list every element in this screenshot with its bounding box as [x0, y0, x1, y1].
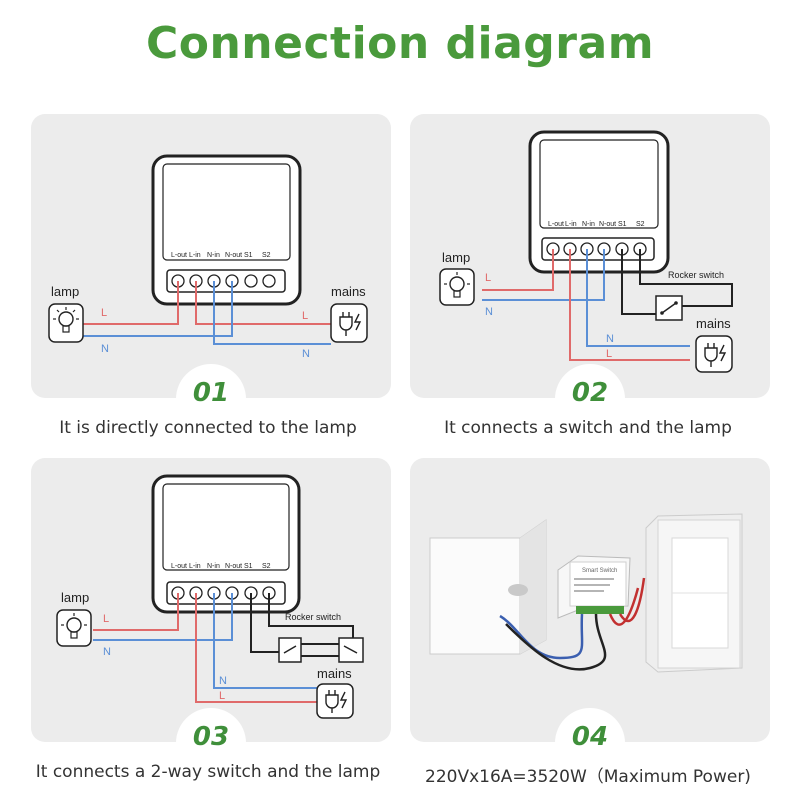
caption: It is directly connected to the lamp [59, 418, 357, 438]
lightbulb-icon [48, 303, 84, 343]
installation-illustration: Smart Switch [429, 513, 743, 673]
terminal-label: N-out [225, 252, 242, 259]
wiring-diagram-2: L-out L-in N-in N-out S1 S2 Rocker swi [439, 130, 733, 373]
lamp-label: lamp [442, 250, 470, 265]
switch-wire [639, 249, 733, 307]
terminal-label: S2 [262, 563, 271, 570]
caption: It connects a 2-way switch and the lamp [35, 762, 381, 782]
lightbulb-icon [439, 268, 475, 306]
switch-label: Rocker switch [285, 612, 341, 622]
wire-label-l: L [101, 307, 107, 319]
terminal-label: S2 [262, 252, 271, 259]
step-number: 02 [555, 364, 625, 434]
wire-label-n: N [302, 348, 310, 360]
switch-label: Rocker switch [668, 270, 724, 280]
neutral-wire-lamp [79, 281, 233, 337]
terminal-label: N-in [207, 252, 220, 259]
terminal-label: N-in [582, 221, 595, 228]
neutral-wire-photo [499, 613, 584, 660]
caption: 220Vx16A=3520W（Maximum Power) [425, 767, 751, 787]
panel-switch-lamp: L-out L-in N-in N-out S1 S2 Rocker swi [410, 114, 770, 398]
terminal-label: N-out [225, 563, 242, 570]
switch-wire-photo [618, 577, 646, 623]
smart-switch-module: Smart Switch [557, 555, 631, 619]
wire-label-n: N [485, 306, 493, 318]
terminal-label: N-in [207, 563, 220, 570]
module-brand-label: Smart Switch [582, 568, 617, 574]
wire-label-n: N [103, 646, 111, 658]
caption: It connects a switch and the lamp [444, 418, 732, 438]
neutral-wire-mains [213, 281, 331, 345]
module-face [162, 163, 291, 261]
terminal-label: L-in [565, 221, 577, 228]
terminal-label: L-out [171, 563, 187, 570]
wall-switch [645, 513, 743, 673]
wall-box [429, 519, 547, 655]
mains-label: mains [317, 666, 352, 681]
live-wire-lamp [79, 281, 179, 325]
rocker-switch [278, 637, 302, 663]
wire-label-l: L [103, 613, 109, 625]
terminal-label: L-in [189, 252, 201, 259]
mains-label: mains [696, 316, 731, 331]
step-number: 04 [555, 708, 625, 778]
neutral-wire-lamp [93, 593, 233, 641]
terminal-label: S1 [244, 252, 253, 259]
terminal-label: N-out [599, 221, 616, 228]
terminal-label: S1 [618, 221, 627, 228]
plug-icon [695, 335, 733, 373]
terminal-label: L-out [171, 252, 187, 259]
plug-icon [330, 303, 368, 343]
live-wire-mains [569, 249, 690, 361]
rocker-switch [655, 295, 683, 321]
live-wire-lamp [482, 249, 554, 291]
terminal-label: S2 [636, 221, 645, 228]
wire-label-l: L [485, 272, 491, 284]
terminal-screw [262, 274, 276, 288]
step-number: 03 [176, 708, 246, 778]
panel-direct-lamp: L-out L-in N-in N-out S1 S2 L N L N lamp [31, 114, 391, 398]
module-face [162, 483, 290, 571]
live-wire-mains [195, 281, 331, 325]
neutral-wire-mains [586, 249, 690, 347]
wire-label-n: N [101, 343, 109, 355]
live-wire-mains [195, 593, 317, 703]
terminal-label: L-out [548, 221, 564, 228]
panel-installation-photo: Smart Switch [410, 458, 770, 742]
switch-wire [250, 593, 279, 653]
live-wire-photo [505, 613, 607, 671]
wiring-diagram-3: L-out L-in N-in N-out S1 S2 [56, 474, 364, 719]
switch-wire [621, 249, 656, 315]
switch-wire [268, 593, 354, 640]
lightbulb-icon [56, 609, 92, 647]
wiring-diagram-1: L-out L-in N-in N-out S1 S2 L N L N lamp [48, 154, 368, 360]
rocker-switch [338, 637, 364, 663]
panel-2way-switch-lamp: L-out L-in N-in N-out S1 S2 [31, 458, 391, 742]
module-face [539, 139, 659, 229]
step-number: 01 [176, 364, 246, 434]
lamp-label: lamp [61, 590, 89, 605]
wire-label-n: N [219, 675, 227, 687]
page-title: Connection diagram [145, 18, 655, 69]
wire-label-l: L [219, 690, 225, 702]
terminal-label: S1 [244, 563, 253, 570]
neutral-wire-lamp [482, 249, 605, 301]
live-wire-lamp [93, 593, 179, 631]
terminal-label: L-in [189, 563, 201, 570]
mains-label: mains [331, 284, 366, 299]
wire-label-n: N [606, 333, 614, 345]
wire-label-l: L [302, 310, 308, 322]
plug-icon [316, 683, 354, 719]
wire-label-l: L [606, 348, 612, 360]
terminal-screw [244, 274, 258, 288]
neutral-wire-mains [213, 593, 317, 689]
lamp-label: lamp [51, 284, 79, 299]
